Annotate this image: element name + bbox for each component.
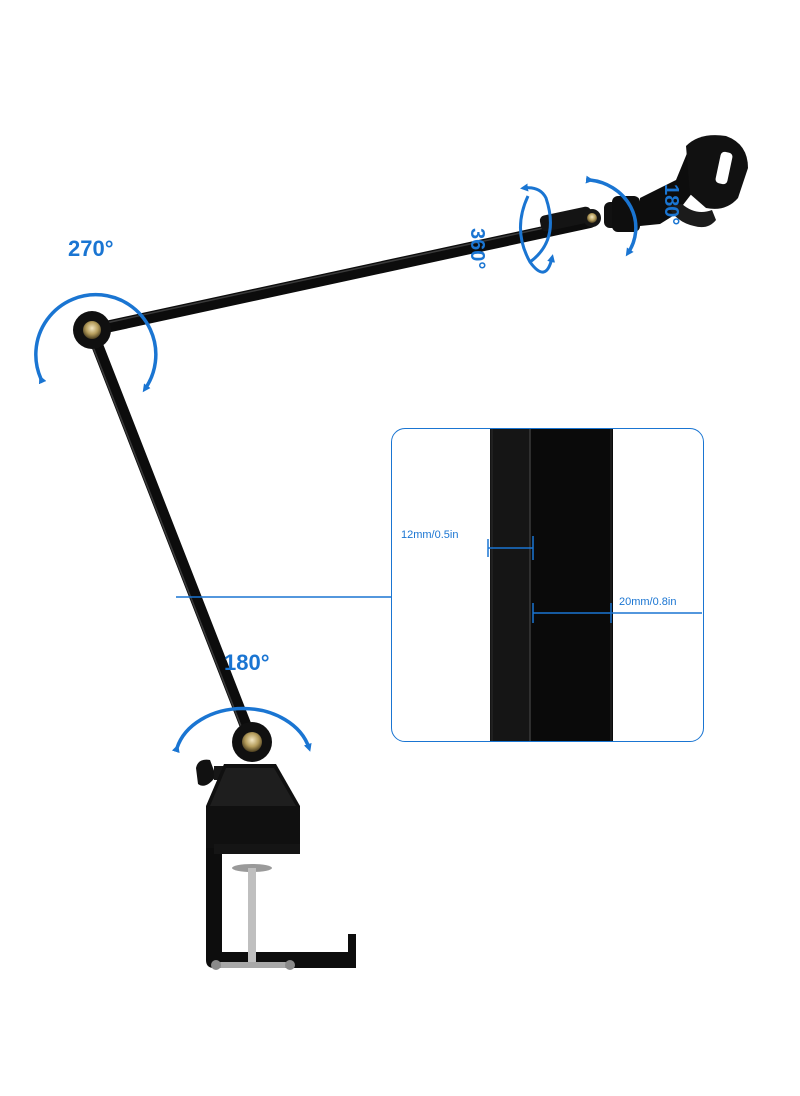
base-joint — [232, 722, 272, 762]
shoulder-angle-label: 270° — [68, 236, 114, 261]
wide-width-label: 20mm/0.8in — [619, 596, 677, 608]
head-tilt-arrow — [585, 175, 638, 257]
head-tilt-angle-label: 180° — [660, 184, 682, 226]
narrow-width-label: 12mm/0.5in — [401, 529, 459, 541]
desk-clamp — [196, 759, 356, 970]
mic-clip — [640, 135, 748, 228]
shoulder-joint — [73, 311, 111, 349]
head-spin-arrow-top — [520, 183, 552, 264]
tube-detail-inset: 12mm/0.5in 20mm/0.8in — [391, 428, 704, 742]
lower-arm — [86, 326, 258, 748]
tube-closeup — [487, 429, 702, 741]
base-rotation-arrow — [171, 706, 312, 754]
shoulder-rotation-arrow — [34, 292, 158, 393]
base-angle-label: 180° — [224, 650, 270, 675]
head-spin-angle-label: 360° — [466, 228, 488, 270]
upper-arm — [86, 216, 596, 336]
